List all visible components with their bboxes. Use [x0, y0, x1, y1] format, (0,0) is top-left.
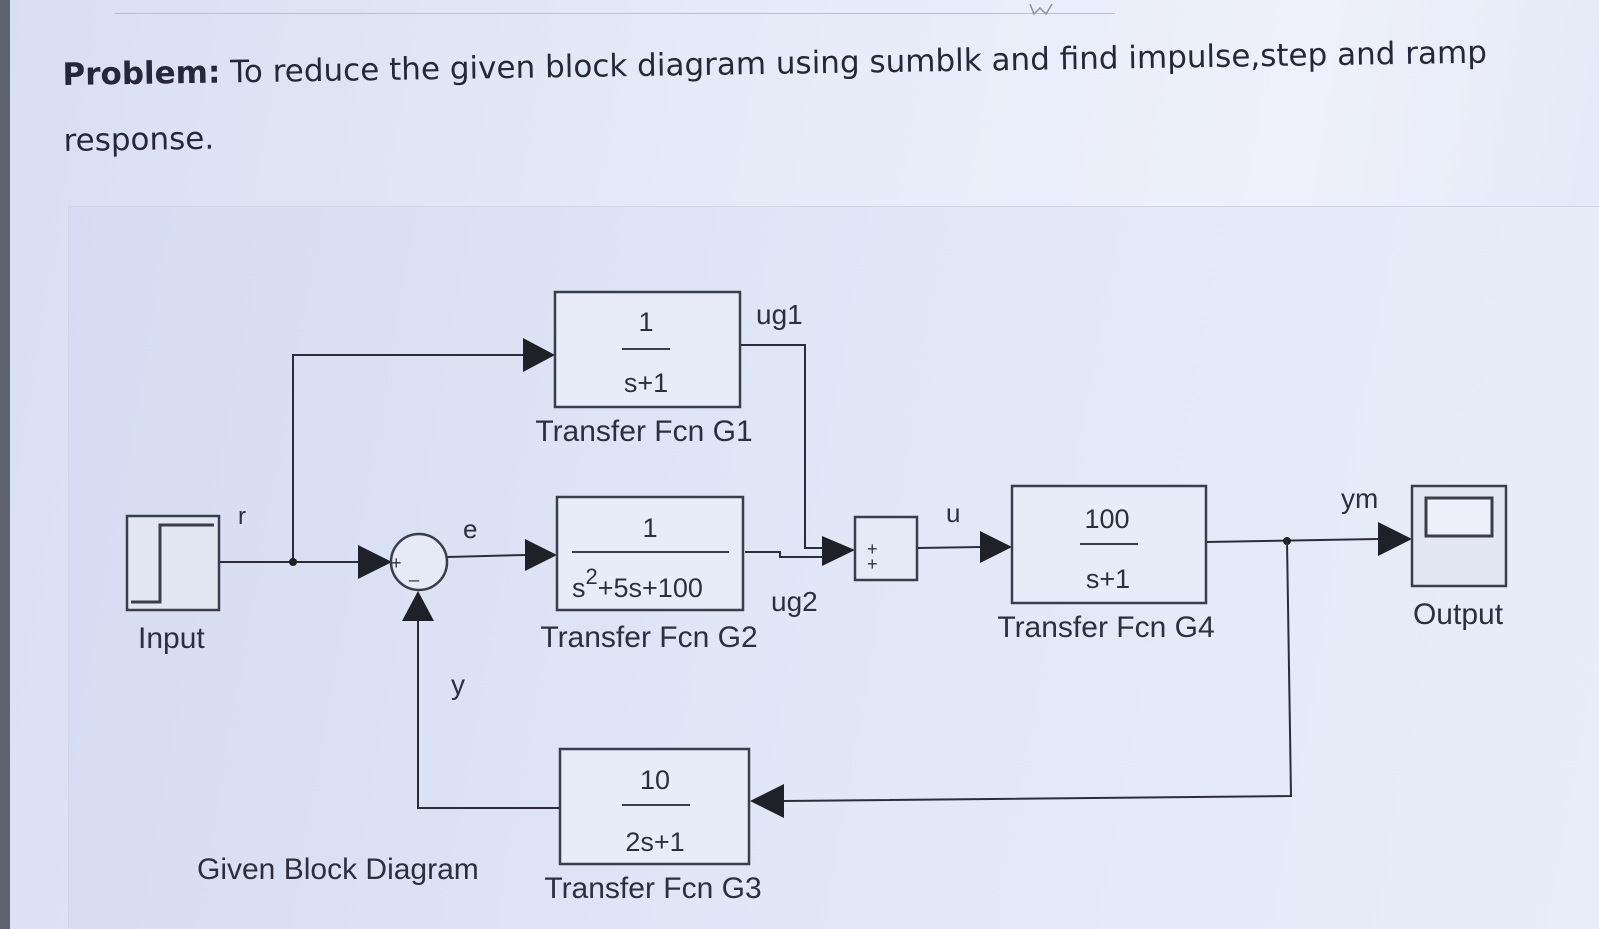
g4-block[interactable] — [1010, 484, 1208, 605]
g1-denominator: s+1 — [624, 368, 668, 398]
g4-label: Transfer Fcn G4 — [997, 611, 1214, 644]
signal-ug2: ug2 — [771, 586, 818, 617]
g2-block[interactable] — [555, 495, 745, 612]
junction-r — [289, 558, 297, 566]
wire-r-to-g1 — [292, 354, 523, 562]
arrow-output-in — [1378, 522, 1412, 556]
signal-e: e — [463, 514, 477, 544]
step-icon — [131, 523, 214, 604]
g2-numerator: 1 — [642, 513, 657, 543]
sum2-block[interactable] — [853, 515, 919, 582]
sum1-minus: _ — [408, 562, 420, 583]
scope-screen-icon — [1424, 496, 1494, 538]
g1-block[interactable] — [553, 290, 742, 409]
signal-ym: ym — [1341, 483, 1378, 514]
g2-den-rest: +5s+100 — [598, 573, 703, 603]
arrow-g4-in — [980, 531, 1012, 563]
arrow-sum1-bottom — [402, 591, 434, 621]
output-block[interactable] — [1410, 484, 1508, 588]
output-label: Output — [1413, 598, 1504, 631]
arrow-g1-in — [523, 338, 555, 372]
sum2-sign-top: + — [867, 539, 878, 559]
input-block[interactable] — [125, 514, 221, 612]
g3-label: Transfer Fcn G3 — [544, 872, 761, 905]
g2-label: Transfer Fcn G2 — [540, 621, 757, 654]
g3-numerator: 10 — [640, 765, 670, 795]
signal-y: y — [451, 669, 465, 700]
sum1-plus: + — [391, 553, 402, 573]
window-edge — [0, 0, 10, 929]
top-divider — [115, 13, 1115, 14]
wire-ym — [1205, 538, 1379, 543]
wire-u — [917, 546, 981, 549]
g3-block[interactable] — [558, 747, 751, 866]
g1-numerator: 1 — [638, 307, 653, 337]
cursor-icon — [1029, 3, 1053, 16]
signal-u: u — [946, 498, 960, 528]
input-label: Input — [138, 622, 205, 655]
g2-denominator: s2+5s+100 — [572, 564, 703, 603]
wire-feedback — [783, 540, 1293, 802]
signal-r: r — [238, 503, 246, 530]
arrow-sum2-in — [822, 536, 855, 566]
arrow-g3-in — [750, 784, 784, 818]
wire-e — [446, 554, 526, 558]
signal-ug1: ug1 — [756, 299, 803, 330]
g3-denominator: 2s+1 — [625, 827, 684, 857]
wire-y — [417, 620, 560, 809]
diagram-panel — [68, 206, 1599, 929]
g4-denominator: s+1 — [1086, 564, 1130, 594]
g4-numerator: 100 — [1084, 504, 1129, 534]
sum2-sign-bottom: + — [867, 554, 878, 574]
g2-den-exp: 2 — [586, 564, 598, 589]
arrow-g2-in — [525, 539, 557, 571]
g1-label: Transfer Fcn G1 — [535, 415, 752, 448]
wire-ug1 — [741, 344, 822, 549]
signal-lines — [220, 338, 1412, 818]
arrow-r — [358, 545, 392, 579]
g2-den-base: s — [572, 573, 586, 603]
diagram-caption: Given Block Diagram — [197, 853, 479, 886]
sum1-block[interactable] — [389, 532, 449, 592]
wire-ug2 — [745, 551, 822, 558]
